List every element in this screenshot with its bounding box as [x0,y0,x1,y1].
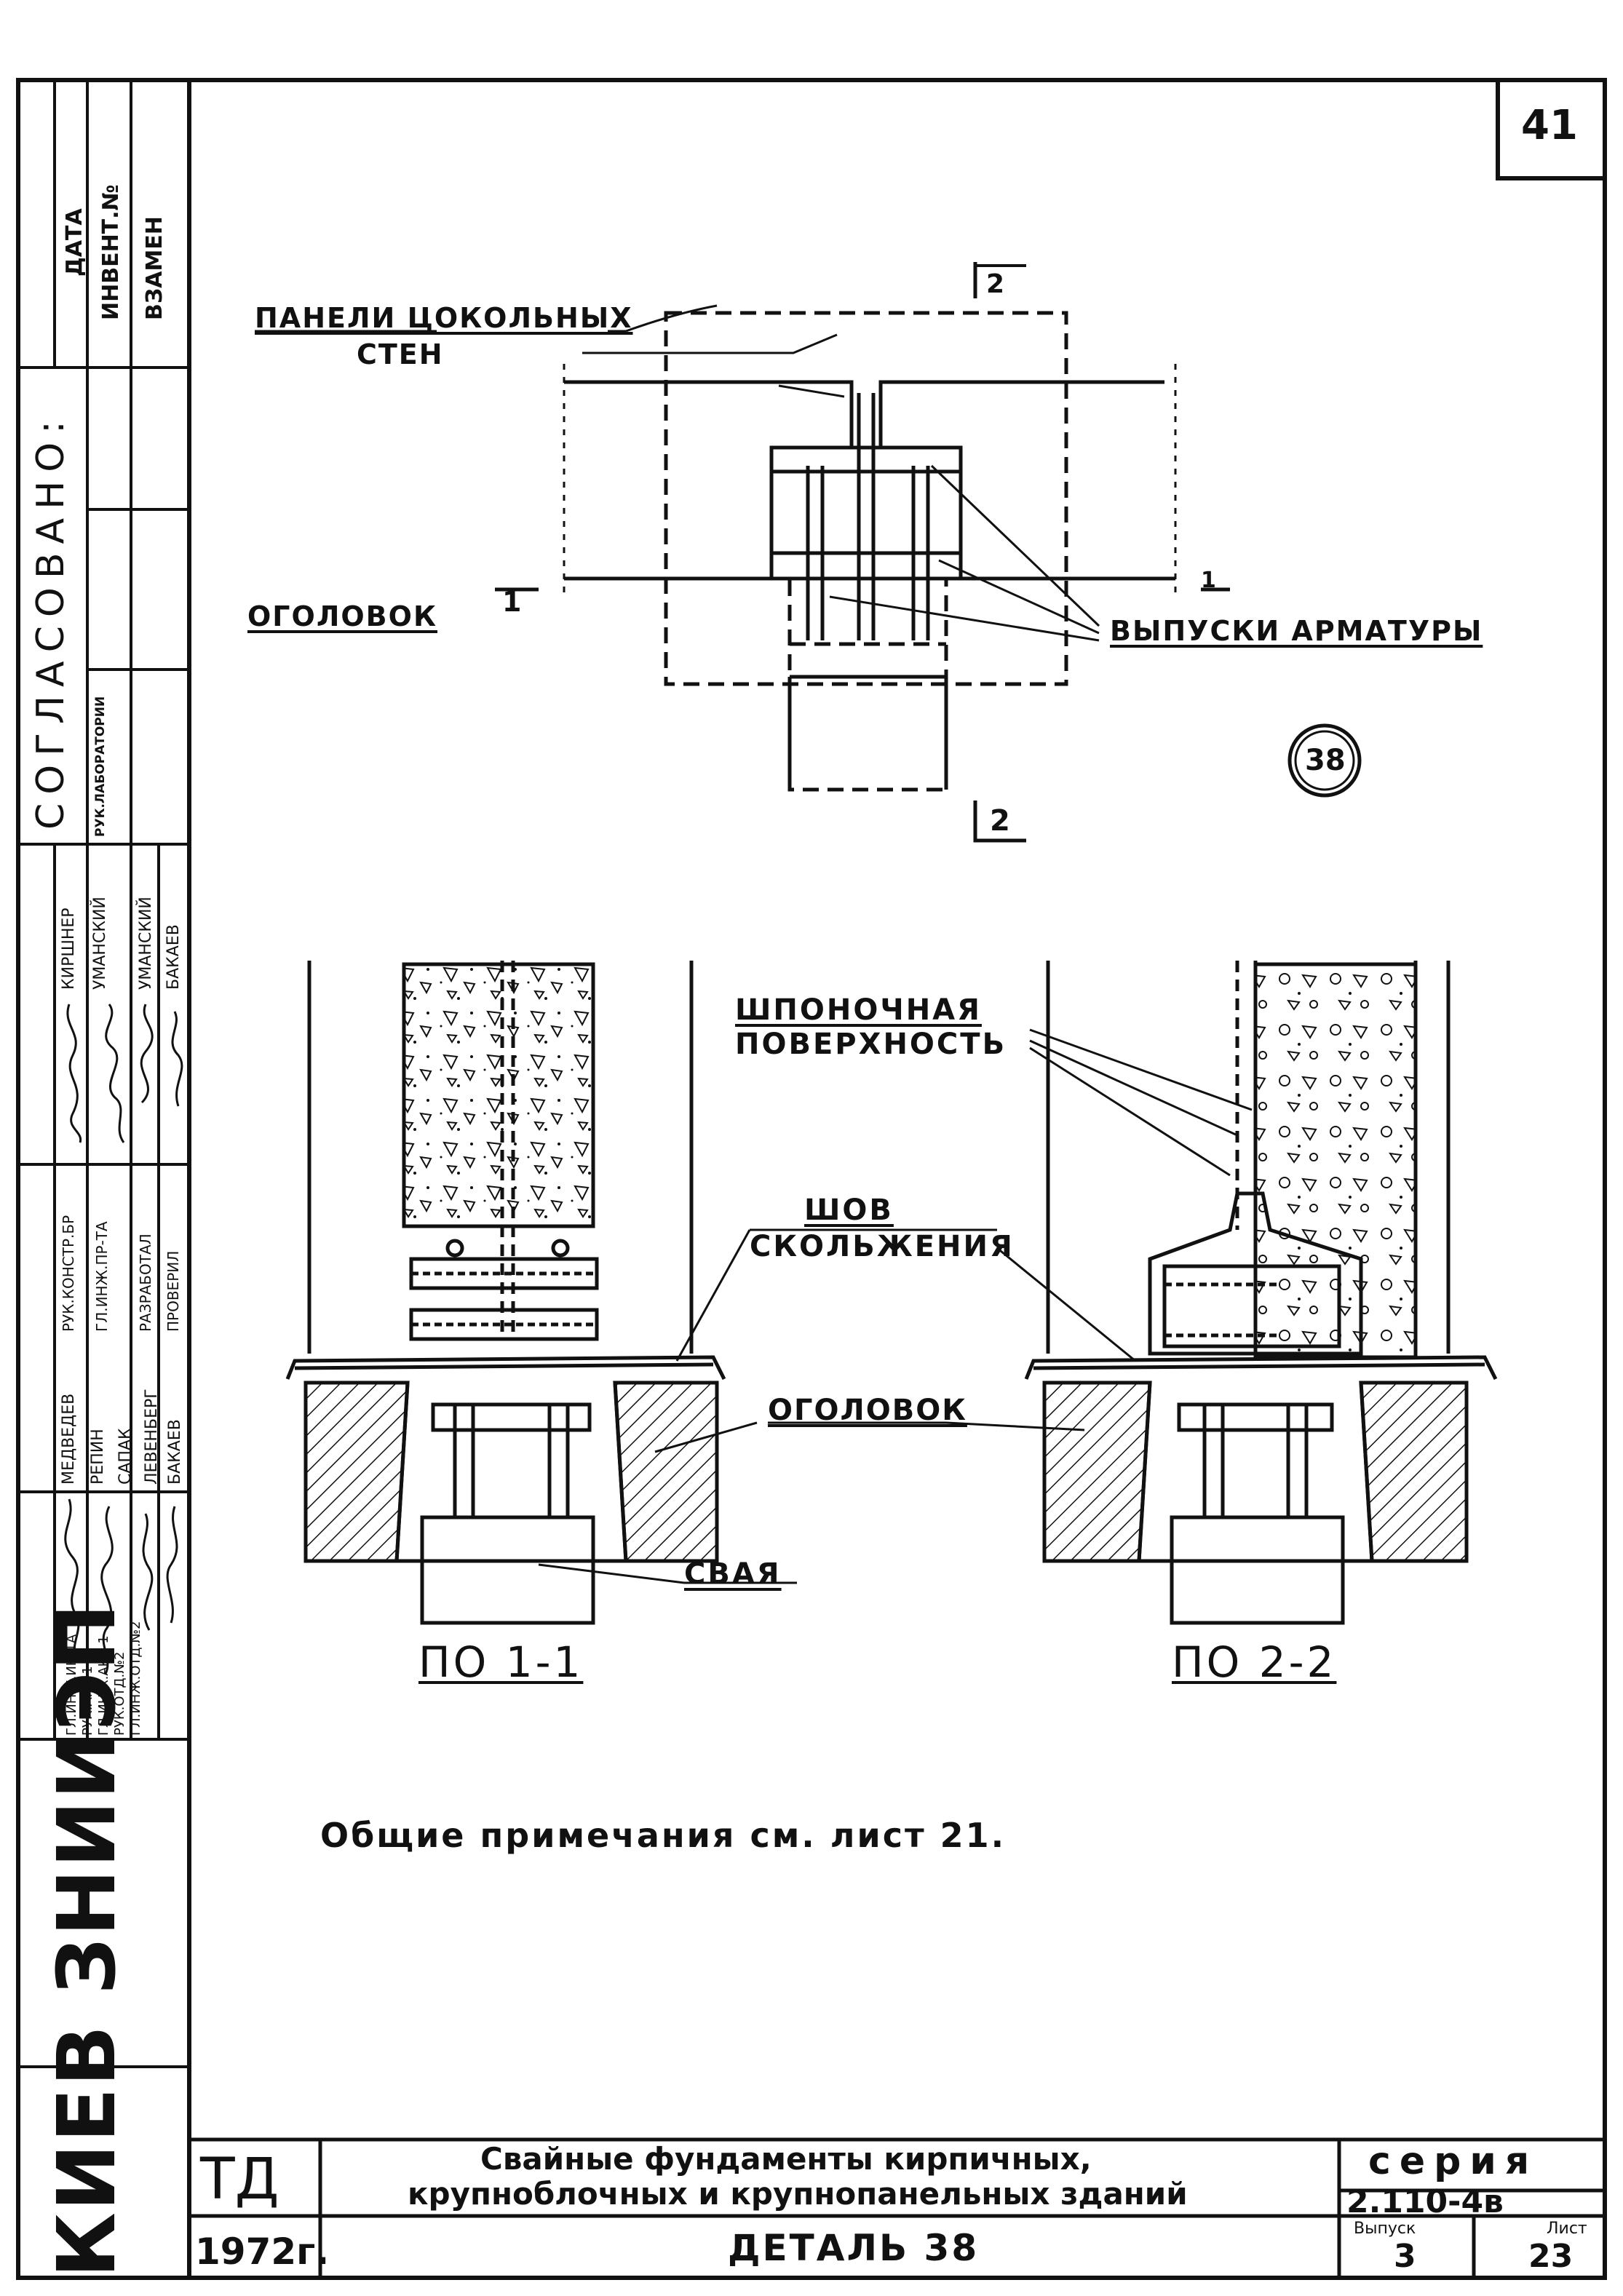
stamp-name-b-1: КИРШНЕР [60,907,78,990]
stamp-soglasovano: СОГЛАСОВАНО: [29,412,73,830]
label-svaya: СВАЯ [684,1557,782,1591]
label-ogolovok-section: ОГОЛОВОК [768,1394,967,1427]
stamp-role-a-4: РУК.ОТД.№2 [112,1651,127,1736]
series-label: серия [1368,2140,1539,2183]
title-line-1: Свайные фундаменты кирпичных, [480,2141,1092,2177]
title-block-frame [189,2137,1605,2278]
section-2-2 [1024,961,1498,1625]
stamp-role-b-1: РУК.КОНСТР.БР [60,1215,77,1332]
stamp-role-a-1: ГЛ.ИНЖ.ИН-ТА [64,1634,79,1736]
sheet-number: 41 [1521,102,1578,149]
label-vypuski: ВЫПУСКИ АРМАТУРЫ [1110,615,1483,647]
cut-mark-1-right: 1 [1201,568,1216,593]
stamp-role-b-4: ПРОВЕРИЛ [164,1250,182,1332]
section-leaders [538,1028,1253,1584]
cut-mark-1-left: 1 [502,586,522,618]
sheet-value: 23 [1528,2238,1574,2275]
general-note: Общие примечания см. лист 21. [320,1816,1007,1855]
stamp-data: ДАТА [62,208,87,277]
stamp-name-b-3: УМАНСКИЙ [137,897,155,990]
stamp-role-a-2: РУК.АКБ-1 [80,1666,95,1736]
stamp-grid [18,80,189,2068]
stamp-name-b-2: УМАНСКИЙ [91,897,109,990]
section-1-1 [285,961,726,1625]
sheet-label: Лист [1547,2220,1587,2238]
cut-mark-2-bottom: 2 [990,804,1010,838]
stamp-role-b-3: РАЗРАБОТАЛ [137,1234,154,1332]
stamp-role-b-2: ГЛ.ИНЖ.ПР-ТА [93,1221,111,1332]
label-shponochnaya-2: ПОВЕРХНОСТЬ [735,1028,1007,1061]
caption-section-2-2: ПО 2-2 [1172,1637,1337,1687]
stamp-role-a-5: ГЛ.ИНЖ.ОТД.№2 [128,1621,143,1736]
stamp-name-a-5: БАКАЕВ [166,1419,184,1485]
series-value: 2.110-4в [1346,2183,1504,2220]
stamp-name-b-4: БАКАЕВ [164,924,183,990]
title-line-2: крупноблочных и крупнопанельных зданий [408,2176,1188,2212]
plan-view [255,262,1362,843]
caption-section-1-1: ПО 1-1 [418,1637,584,1687]
title-block-code: ТД [200,2147,279,2212]
title-detail: ДЕТАЛЬ 38 [728,2227,980,2269]
issue-label: Выпуск [1354,2220,1416,2238]
title-block-year: 1972г. [195,2231,330,2273]
cut-mark-2-top: 2 [986,269,1005,299]
stamp-name-a-3: САПАК [116,1428,135,1485]
issue-value: 3 [1394,2238,1416,2275]
stamp-vzamen: ВЗАМЕН [142,216,167,320]
label-shov-2: СКОЛЬЖЕНИЯ [750,1230,1015,1263]
stamp-invent-no: ИНВЕНТ.№ [98,184,124,320]
label-panels-line2: СТЕН [357,338,444,370]
signatures [64,1004,183,1675]
stamp-ruk-lab: РУК.ЛАБОРАТОРИИ [93,696,108,837]
label-ogolovok-plan: ОГОЛОВОК [247,600,438,632]
detail-number-circle: 38 [1305,744,1346,777]
label-panels-line1: ПАНЕЛИ ЦОКОЛЬНЫХ [255,302,633,334]
stamp-role-a-3: ГЛ.ИНЖ.АКБ-1 [96,1635,111,1736]
stamp-name-a-4: ЛЕВЕНБЕРГ [143,1389,161,1485]
sheet-frame [16,78,1607,2280]
stamp-name-a-1: МЕДВЕДЕВ [60,1393,78,1485]
label-shov-1: ШОВ [804,1193,894,1227]
stamp-name-a-2: РЕПИН [89,1429,107,1485]
label-shponochnaya-1: ШПОНОЧНАЯ [735,993,982,1027]
